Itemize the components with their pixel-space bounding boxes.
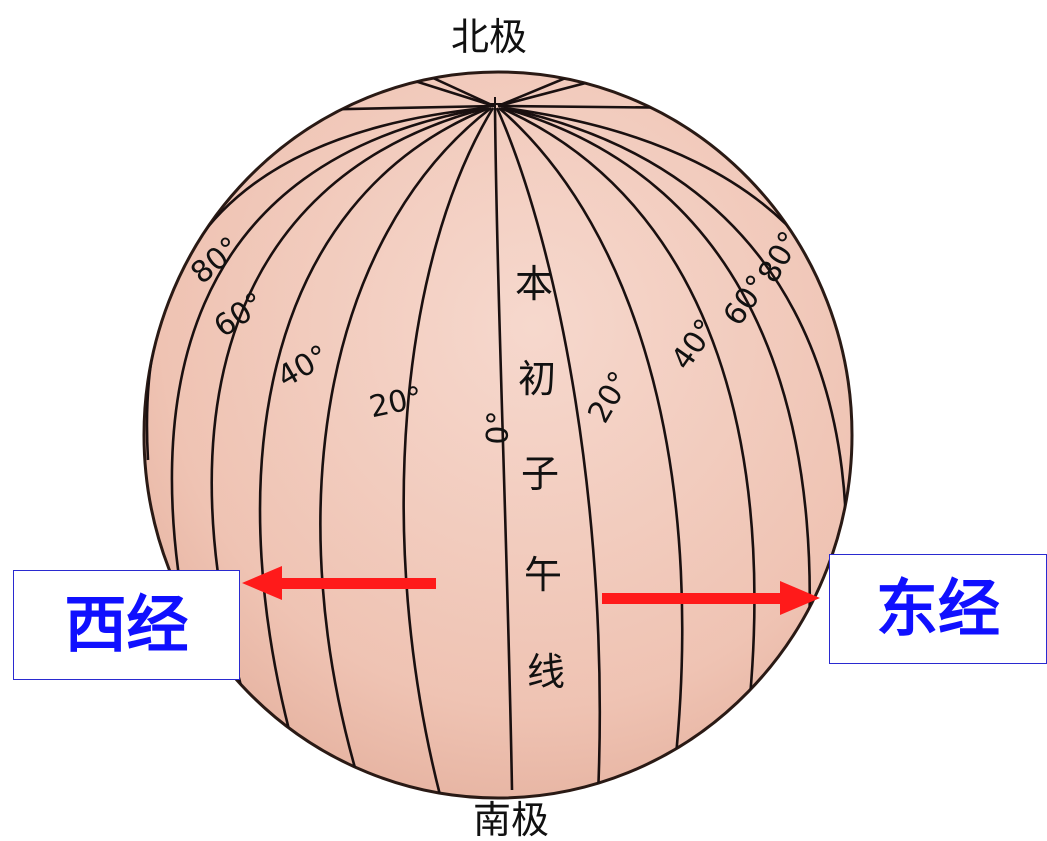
meridian-west-40 [319, 106, 492, 786]
meridian-west-60 [258, 106, 490, 771]
south-pole-label: 南极 [473, 798, 549, 841]
center-0-label: 0° [480, 410, 516, 445]
prime-meridian-label: 本 初 子 午 线 [515, 262, 565, 694]
east-longitude-label: 东经 [875, 572, 1000, 645]
north-pole-label: 北极 [451, 15, 527, 59]
meridian-east-20 [495, 107, 602, 796]
west-longitude-label: 西经 [64, 588, 189, 661]
prime-meridian-char: 本 [515, 262, 553, 306]
prime-meridian-char: 子 [521, 452, 559, 496]
west-arrow [242, 566, 436, 600]
north-pole-marker [488, 97, 502, 111]
meridian-west-90 [170, 106, 487, 641]
east-arrow [602, 581, 820, 615]
meridian-east-60 [500, 106, 756, 781]
prime-meridian-char: 初 [518, 357, 556, 401]
west-longitude-box: 西经 [13, 570, 240, 680]
meridian-west-20 [402, 107, 495, 796]
east-longitude-box: 东经 [829, 554, 1047, 664]
meridian-0 [493, 107, 514, 791]
prime-meridian-char: 线 [527, 650, 565, 694]
meridian-east-40 [498, 107, 684, 793]
prime-meridian-char: 午 [524, 553, 562, 597]
